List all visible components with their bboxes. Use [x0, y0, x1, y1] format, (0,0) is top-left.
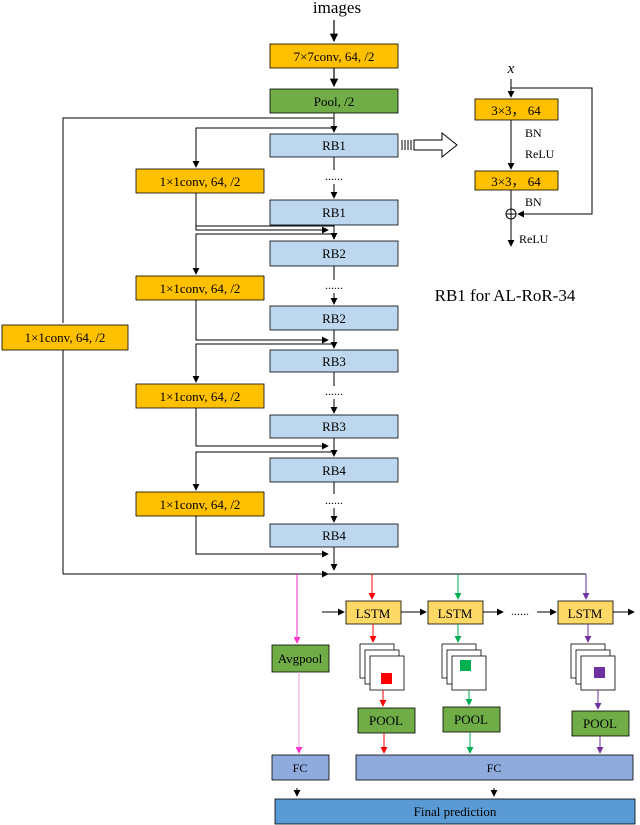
final-prediction-block: Final prediction: [274, 798, 636, 825]
lstm-block-1: LSTM: [345, 600, 402, 625]
lstm-block-2: LSTM: [427, 600, 484, 625]
avgpool-block: Avgpool: [271, 644, 330, 673]
shortcut-conv-1: 1×1conv, 64, /2: [135, 168, 265, 194]
feature-maps-2: [441, 643, 487, 691]
fc-block-left: FC: [271, 754, 330, 781]
rb4-label-b: RB4: [322, 528, 346, 543]
rb2-block-a: RB2: [269, 240, 399, 267]
images-label: images: [313, 0, 361, 17]
detail-add-icon: [505, 208, 517, 220]
rb4-block-b: RB4: [269, 523, 399, 548]
rb1-detail: x 3×3， 64 BN ReLU 3×3， 64 BN ReLU RB1 fo…: [401, 61, 593, 305]
lstm-block-3: LSTM: [557, 600, 614, 625]
pool-block-1: POOL: [357, 707, 416, 734]
dots-stage1: ......: [325, 169, 343, 183]
lstm-label-3: LSTM: [568, 606, 603, 621]
shortcut-conv-3: 1×1conv, 64, /2: [135, 383, 265, 409]
pool-block: Pool, /2: [269, 88, 399, 114]
rb2-label-b: RB2: [322, 311, 346, 326]
detail-relu-a: ReLU: [525, 147, 555, 161]
shortcut-conv-4: 1×1conv, 64, /2: [135, 491, 265, 517]
pool-label-1: POOL: [369, 713, 403, 728]
rb3-block-b: RB3: [269, 414, 399, 439]
detail-bn-b: BN: [525, 195, 542, 209]
final-prediction-label: Final prediction: [414, 804, 497, 819]
detail-relu-b: ReLU: [519, 232, 549, 246]
rb1-block-b: RB1: [269, 199, 399, 226]
rb1-label-b: RB1: [322, 205, 346, 220]
rb2-block-b: RB2: [269, 305, 399, 331]
detail-bn-a: BN: [525, 126, 542, 140]
rb1-block-a: RB1: [269, 133, 399, 158]
dots-stage2: ......: [325, 278, 343, 292]
shortcut-conv-outer: 1×1conv, 64, /2: [1, 324, 129, 351]
pool-label-3: POOL: [583, 716, 617, 731]
shortcut-conv-2: 1×1conv, 64, /2: [135, 275, 265, 301]
shortcut-conv-outer-label: 1×1conv, 64, /2: [25, 330, 106, 345]
rb4-block-a: RB4: [269, 457, 399, 483]
fc-label-left: FC: [293, 761, 308, 775]
dots-stage4: ......: [325, 493, 343, 507]
rb3-block-a: RB3: [269, 349, 399, 373]
detail-input-x: x: [507, 61, 515, 77]
rb3-label-b: RB3: [322, 419, 346, 434]
pool-block-3: POOL: [571, 710, 630, 737]
lstm-label-2: LSTM: [438, 606, 473, 621]
lstm-label-1: LSTM: [356, 606, 391, 621]
feature-maps-3: [570, 643, 616, 691]
shortcut-conv-3-label: 1×1conv, 64, /2: [160, 389, 241, 404]
rb4-label-a: RB4: [322, 463, 346, 478]
rb1-label-a: RB1: [322, 138, 346, 153]
conv7-label: 7×7conv, 64, /2: [294, 49, 375, 64]
lstm-chain: LSTM LSTM ...... LSTM: [322, 600, 635, 625]
feature-maps-1: [359, 643, 405, 691]
detail-conv-b: 3×3， 64: [474, 170, 559, 191]
detail-conv-a: 3×3， 64: [474, 98, 559, 121]
pool-block-2: POOL: [442, 706, 501, 733]
lstm-dots: ......: [511, 604, 529, 618]
fc-label-right: FC: [487, 761, 502, 775]
fc-block-right: FC: [355, 754, 634, 781]
dots-stage3: ......: [325, 384, 343, 398]
shortcut-conv-4-label: 1×1conv, 64, /2: [160, 497, 241, 512]
detail-conv-a-label: 3×3， 64: [491, 103, 541, 118]
detail-conv-b-label: 3×3， 64: [491, 174, 541, 189]
head-bus: [293, 573, 590, 644]
avgpool-label: Avgpool: [278, 651, 323, 666]
shortcut-conv-2-label: 1×1conv, 64, /2: [160, 281, 241, 296]
pool-label: Pool, /2: [314, 94, 354, 109]
expand-arrow: [401, 131, 458, 159]
shortcut-conv-1-label: 1×1conv, 64, /2: [160, 174, 241, 189]
pool-label-2: POOL: [454, 712, 488, 727]
main-flow-lines: [62, 113, 338, 578]
conv7-block: 7×7conv, 64, /2: [269, 43, 399, 69]
rb2-label-a: RB2: [322, 246, 346, 261]
rb3-label-a: RB3: [322, 354, 346, 369]
detail-caption: RB1 for AL-RoR-34: [435, 286, 576, 305]
